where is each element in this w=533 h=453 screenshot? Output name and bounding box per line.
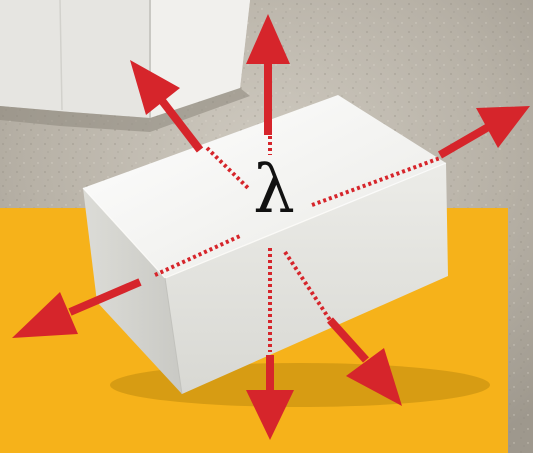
- arrow-up-left-head: [130, 60, 180, 115]
- arrow-down-right: [330, 320, 366, 360]
- arrow-right: [440, 126, 490, 155]
- block: [83, 95, 448, 394]
- lambda-symbol: λ: [244, 150, 304, 230]
- arrow-up-left: [160, 98, 200, 150]
- arrow-down-head: [246, 390, 294, 440]
- arrow-up-head: [246, 14, 290, 64]
- arrow-left-head: [12, 292, 78, 338]
